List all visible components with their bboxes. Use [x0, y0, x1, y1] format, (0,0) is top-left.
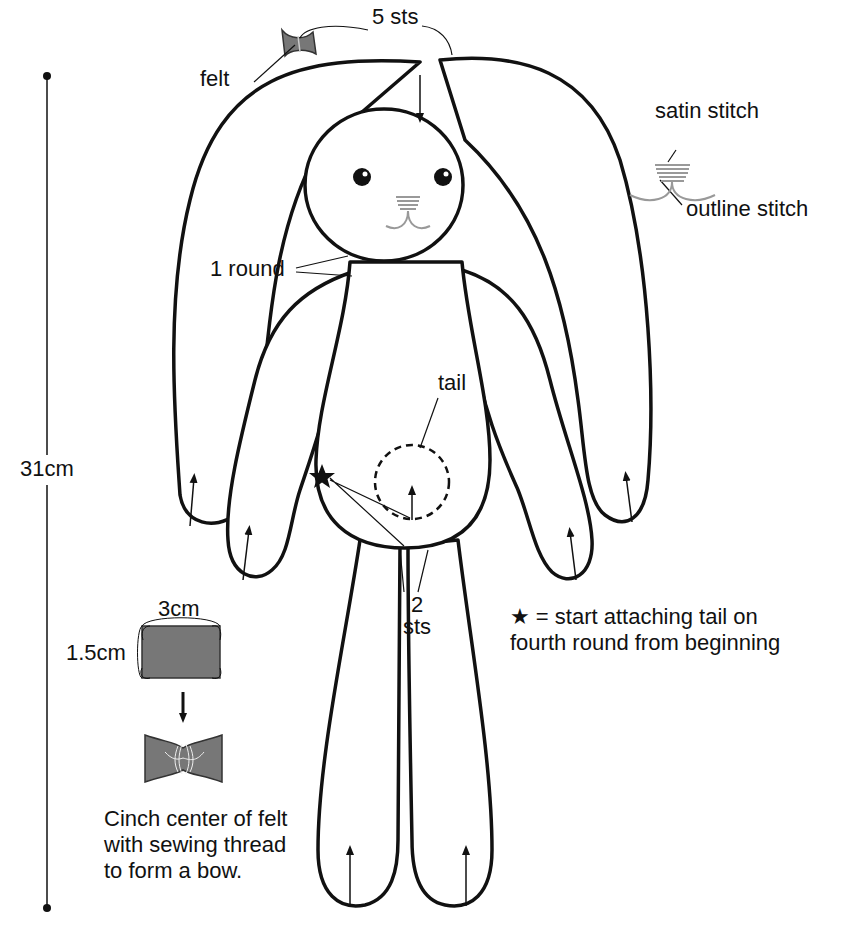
- stitch-count: 2 sts: [397, 594, 437, 638]
- instruction-note: Cinch center of felt with sewing thread …: [104, 806, 304, 884]
- star-symbol: [309, 464, 335, 488]
- height-dimension: [46, 76, 48, 908]
- part-name: felt: [200, 66, 260, 92]
- part-name: tail: [438, 370, 498, 396]
- stitch-name: satin stitch: [655, 98, 795, 124]
- dimension: 1.5cm: [66, 640, 136, 666]
- symbol-note: ★ = start attaching tail on fourth round…: [510, 604, 810, 656]
- dimension: 31cm: [18, 456, 76, 482]
- dimension: 3cm: [158, 596, 218, 622]
- round-count: 1 round: [210, 256, 310, 282]
- stitch-name: outline stitch: [686, 196, 836, 222]
- bunny-body: [316, 262, 490, 548]
- felt-rectangle: [142, 626, 220, 678]
- tail-outline: [375, 445, 449, 519]
- left-leg: [318, 540, 400, 906]
- cinched-bow: [145, 735, 222, 782]
- bunny-head: [305, 109, 463, 261]
- stitch-count: 5 sts: [372, 4, 452, 30]
- stitch-sample: [630, 165, 715, 200]
